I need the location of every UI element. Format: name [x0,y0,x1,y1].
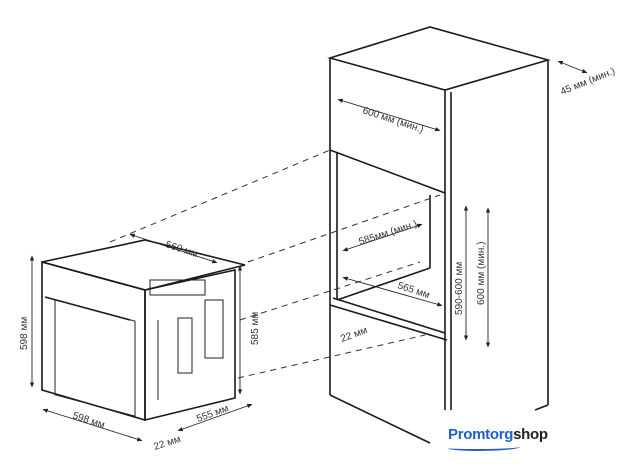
niche-front-lip-label: 22 мм [339,325,369,345]
logo-text-part1: Promtorg [448,426,514,443]
cabinet-gap-label: 45 мм (мин.) [559,66,617,98]
oven-height-side-label: 585 мм [250,312,261,345]
niche-depth-min-label: 585мм (мин.) [358,219,419,248]
niche-depth-label: 565 мм [396,280,431,301]
niche-height-min-label: 600 мм (мин.) [476,242,487,305]
logo-swoosh [448,444,520,451]
dimension-lines [29,60,588,442]
cabinet-width-label: 600 мм (мин.) [361,105,425,135]
oven-width-label: 598 мм [71,410,106,431]
projection-lines [109,149,441,379]
niche-height-label: 590-600 мм [454,262,465,315]
oven [41,239,246,422]
logo-text-part2: shop [513,426,548,443]
dimension-labels: 560 мм 598 мм 585 мм 598 мм 555 мм 22 мм… [19,66,617,453]
oven-depth-top-label: 560 мм [164,239,199,260]
oven-front-lip-label: 22 мм [153,434,183,453]
oven-height-front-label: 598 мм [19,317,30,350]
promtorgshop-logo: Promtorgshop [448,426,548,451]
